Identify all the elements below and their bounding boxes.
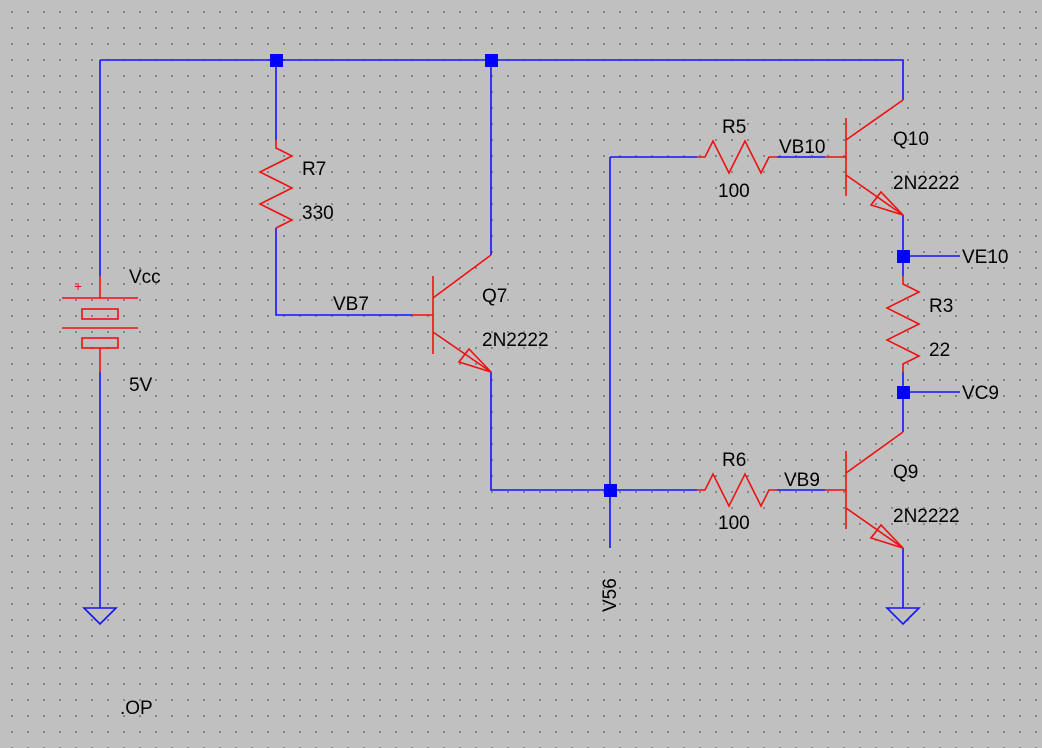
junction-vc9	[897, 386, 910, 399]
junction-v56	[604, 484, 617, 497]
transistor-q7[interactable]	[412, 254, 492, 373]
net-label-vb7: VB7	[333, 294, 369, 315]
r7-label: R7	[302, 159, 326, 180]
net-label-ve10: VE10	[962, 247, 1008, 268]
wires	[99, 59, 960, 608]
vcc-plus-sign: +	[74, 278, 82, 294]
q9-label: Q9	[893, 462, 918, 483]
wire-vb7[interactable]	[275, 228, 412, 316]
ground-symbol-right	[885, 607, 921, 626]
resistor-r5[interactable]	[697, 139, 777, 175]
r6-value: 100	[718, 513, 750, 534]
vcc-value: 5V	[129, 375, 153, 396]
vcc-source[interactable]: +	[62, 276, 138, 372]
resistor-r3[interactable]	[885, 276, 921, 372]
r5-label: R5	[722, 117, 746, 138]
junction-q7-collector	[485, 54, 498, 67]
net-label-v56: V56	[600, 578, 621, 612]
wire-q7-emitter-to-v56[interactable]	[490, 372, 697, 491]
q7-model: 2N2222	[482, 330, 549, 351]
ground-symbol-left	[82, 607, 118, 626]
junction-r7-top	[270, 54, 283, 67]
resistor-r6[interactable]	[697, 472, 777, 508]
q9-model: 2N2222	[893, 506, 960, 527]
r3-label: R3	[929, 296, 953, 317]
net-label-vb10: VB10	[779, 137, 825, 158]
spice-directive[interactable]: .OP	[120, 698, 153, 719]
resistor-r7[interactable]	[258, 140, 294, 229]
junction-ve10	[897, 250, 910, 263]
r7-value: 330	[302, 203, 334, 224]
vcc-label: Vcc	[129, 267, 161, 288]
r5-value: 100	[718, 181, 750, 202]
q10-label: Q10	[893, 129, 929, 150]
r6-label: R6	[722, 450, 746, 471]
net-label-vb9: VB9	[784, 470, 820, 491]
r3-value: 22	[929, 340, 950, 361]
transistor-q9[interactable]	[825, 431, 904, 549]
transistor-q10[interactable]	[825, 99, 904, 216]
wire-top-rail[interactable]	[100, 59, 904, 100]
q7-label: Q7	[482, 286, 507, 307]
junctions	[270, 54, 910, 497]
q10-model: 2N2222	[893, 173, 960, 194]
net-label-vc9: VC9	[962, 383, 999, 404]
